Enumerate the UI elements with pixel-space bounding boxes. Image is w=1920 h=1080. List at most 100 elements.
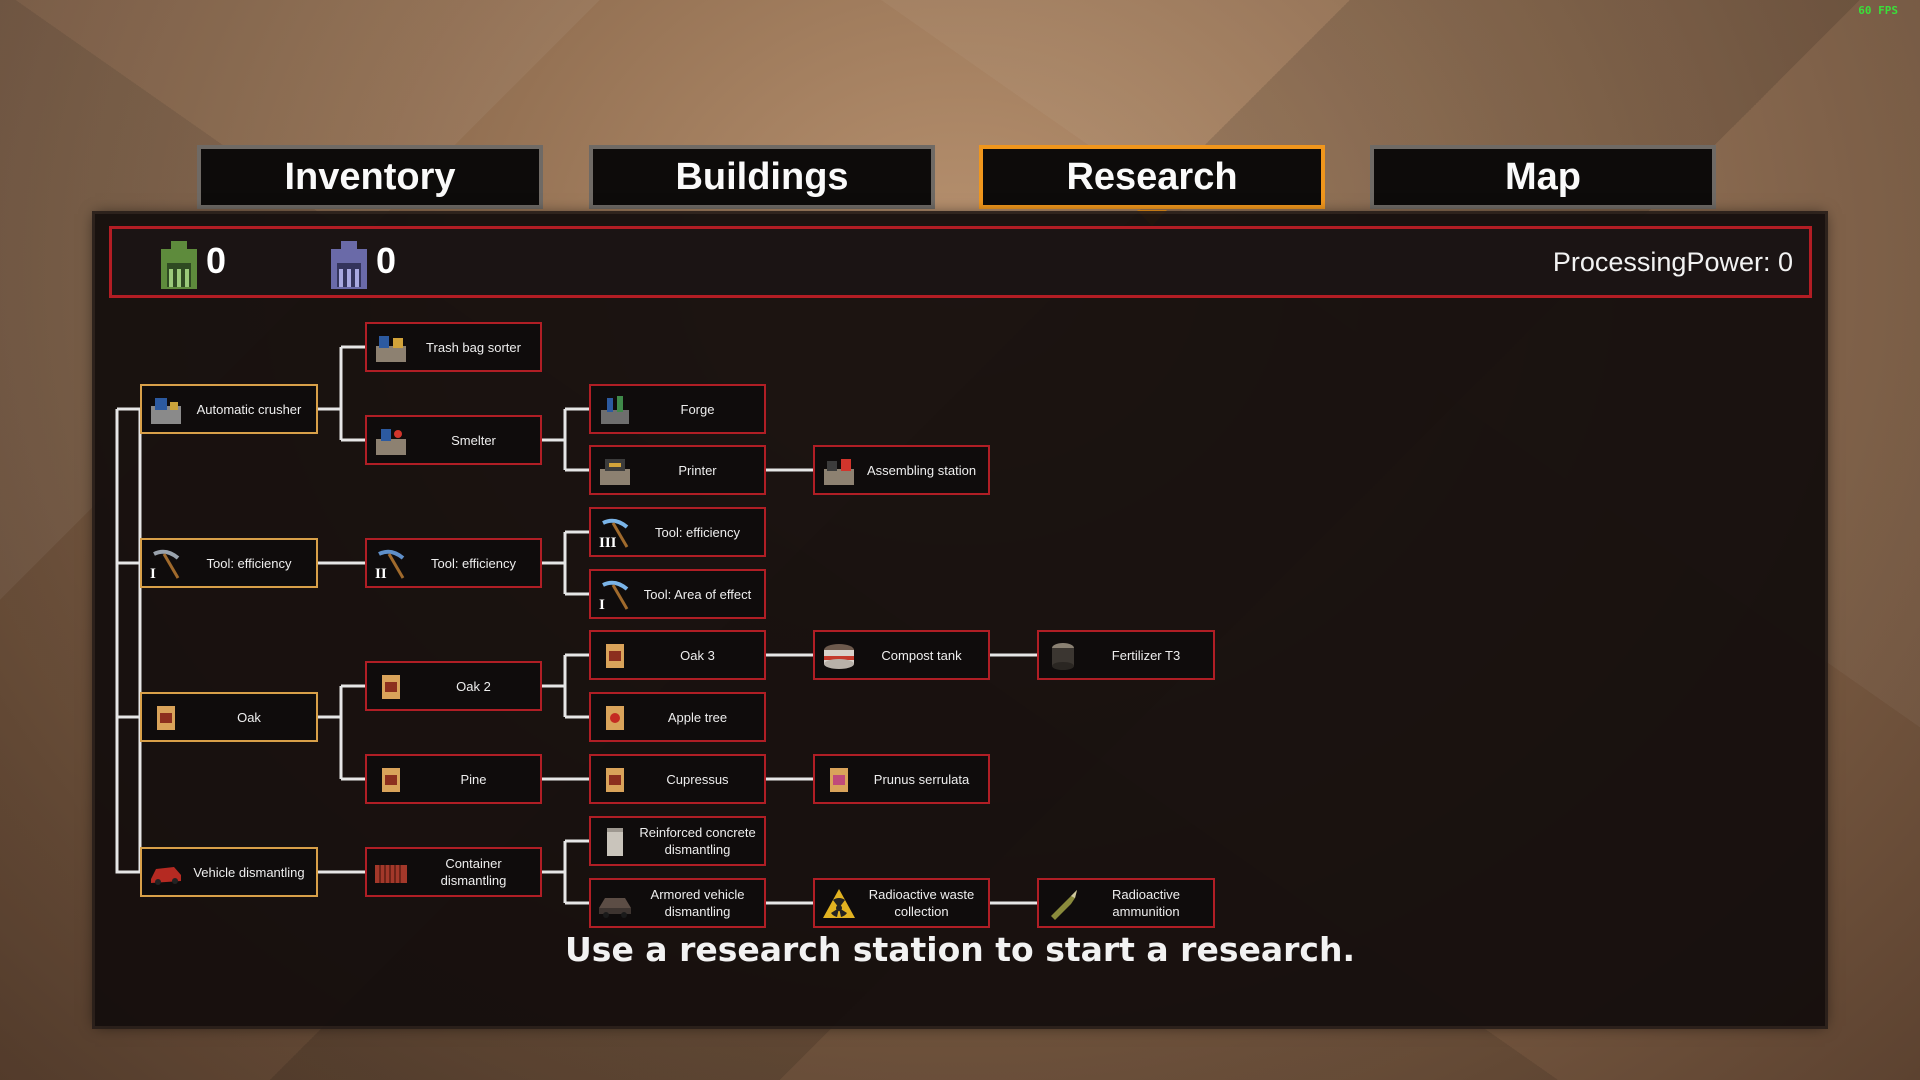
research-label: Cupressus [666,771,729,787]
pickaxe-icon [602,518,629,548]
research-tool-efficiency-3[interactable]: III Tool: efficiency [589,507,766,557]
link-tool2-children [542,530,589,596]
research-trash-bag-sorter[interactable]: Trash bag sorter [365,322,542,372]
research-label: Prunus serrulata [873,771,970,787]
blue-research-count: 0 [376,240,397,281]
research-label: Armored vehicle dismantling [650,887,745,919]
research-label: Compost tank [881,647,962,663]
blue-research-card-icon [331,241,367,289]
seed-bag-icon [157,706,175,730]
tab-inventory[interactable]: Inventory [197,145,543,209]
research-label: Tool: efficiency [430,555,517,571]
research-label: Oak [237,709,261,725]
pickaxe-icon [378,549,405,579]
research-label: Radioactive waste collection [868,887,975,919]
crusher-machine-icon [151,398,181,424]
research-armored-vehicle[interactable]: Armored vehicle dismantling [589,878,766,928]
processing-power: ProcessingPower: 0 [1552,247,1793,277]
seed-bag-icon [830,768,848,792]
research-tool-area-of-effect[interactable]: I Tool: Area of effect [589,569,766,619]
green-research-count: 0 [206,240,227,281]
seed-bag-icon [382,768,400,792]
seed-bag-icon [382,675,400,699]
car-wreck-icon [151,867,181,885]
pickaxe-icon [153,549,180,579]
seed-bag-icon [606,768,624,792]
research-oak[interactable]: Oak [140,692,318,742]
research-label: Radioactive ammunition [1112,887,1180,919]
tab-research[interactable]: Research [979,145,1325,209]
research-compost-tank[interactable]: Compost tank [813,630,990,680]
forge-icon [601,396,629,424]
research-label: Smelter [451,432,496,448]
resource-bar: 0 0 ProcessingPower: 0 [109,226,1812,298]
research-label: Forge [680,401,715,417]
research-oak-2[interactable]: Oak 2 [365,661,542,711]
research-label: Oak 2 [456,678,491,694]
sorter-machine-icon [376,336,406,362]
fertilizer-barrel-icon [1052,643,1074,670]
research-hint-text: Use a research station to start a resear… [565,930,1355,969]
research-label: Tool: efficiency [654,524,741,540]
research-panel: 0 0 ProcessingPower: 0 [95,214,1825,1026]
research-label: Oak 3 [680,647,715,663]
research-assembling-station[interactable]: Assembling station [813,445,990,495]
tab-buildings[interactable]: Buildings [589,145,935,209]
research-fertilizer-t3[interactable]: Fertilizer T3 [1037,630,1215,680]
research-tree-links [115,345,1037,905]
link-crusher-children [318,345,365,442]
research-label: Automatic crusher [196,401,302,417]
tier-label: I [599,597,605,613]
ammunition-icon [1051,890,1077,920]
research-tool-efficiency-2[interactable]: II Tool: efficiency [365,538,542,588]
research-prunus-serrulata[interactable]: Prunus serrulata [813,754,990,804]
research-label: Container dismantling [440,856,507,888]
research-label: Assembling station [866,462,977,478]
seed-bag-icon [606,644,624,668]
research-container-dismantling[interactable]: Container dismantling [365,847,542,897]
tier-label: II [375,566,387,582]
research-radioactive-ammunition[interactable]: Radioactive ammunition [1037,878,1215,928]
research-label: Tool: efficiency [206,555,292,571]
tier-label: I [150,566,156,582]
link-smelter-children [542,407,589,472]
research-label: Printer [678,462,717,478]
assembling-station-icon [824,459,854,485]
research-label: Trash bag sorter [426,339,521,355]
link-container-children [542,839,589,905]
research-printer[interactable]: Printer [589,445,766,495]
concrete-block-icon [607,828,623,856]
green-research-card-icon [161,241,197,289]
research-label: Tool: Area of effect [643,586,752,602]
research-label: Fertilizer T3 [1111,647,1181,663]
research-label: Vehicle dismantling [193,864,305,880]
research-pine[interactable]: Pine [365,754,542,804]
research-smelter[interactable]: Smelter [365,415,542,465]
research-vehicle-dismantling[interactable]: Vehicle dismantling [140,847,318,897]
research-oak-3[interactable]: Oak 3 [589,630,766,680]
pickaxe-icon [602,580,629,610]
link-oak2-children [542,653,589,719]
tab-map[interactable]: Map [1370,145,1716,209]
research-label: Reinforced concrete dismantling [639,825,756,857]
research-forge[interactable]: Forge [589,384,766,434]
link-lines [115,345,1037,905]
research-reinforced-concrete[interactable]: Reinforced concrete dismantling [589,816,766,866]
research-tool-efficiency-1[interactable]: I Tool: efficiency [140,538,318,588]
container-icon [375,865,407,883]
smelter-icon [376,429,406,455]
research-apple-tree[interactable]: Apple tree [589,692,766,742]
research-cupressus[interactable]: Cupressus [589,754,766,804]
link-root [115,409,140,874]
compost-tank-icon [824,644,854,669]
fps-counter: 60 FPS [1858,4,1898,17]
research-radioactive-waste[interactable]: Radioactive waste collection [813,878,990,928]
research-automatic-crusher[interactable]: Automatic crusher [140,384,318,434]
printer-icon [600,459,630,485]
armored-vehicle-icon [599,898,631,918]
link-oak-children [318,684,365,781]
radiation-icon [823,889,855,918]
research-label: Pine [460,771,487,787]
tier-label: III [599,535,617,551]
seed-bag-icon [606,706,624,730]
